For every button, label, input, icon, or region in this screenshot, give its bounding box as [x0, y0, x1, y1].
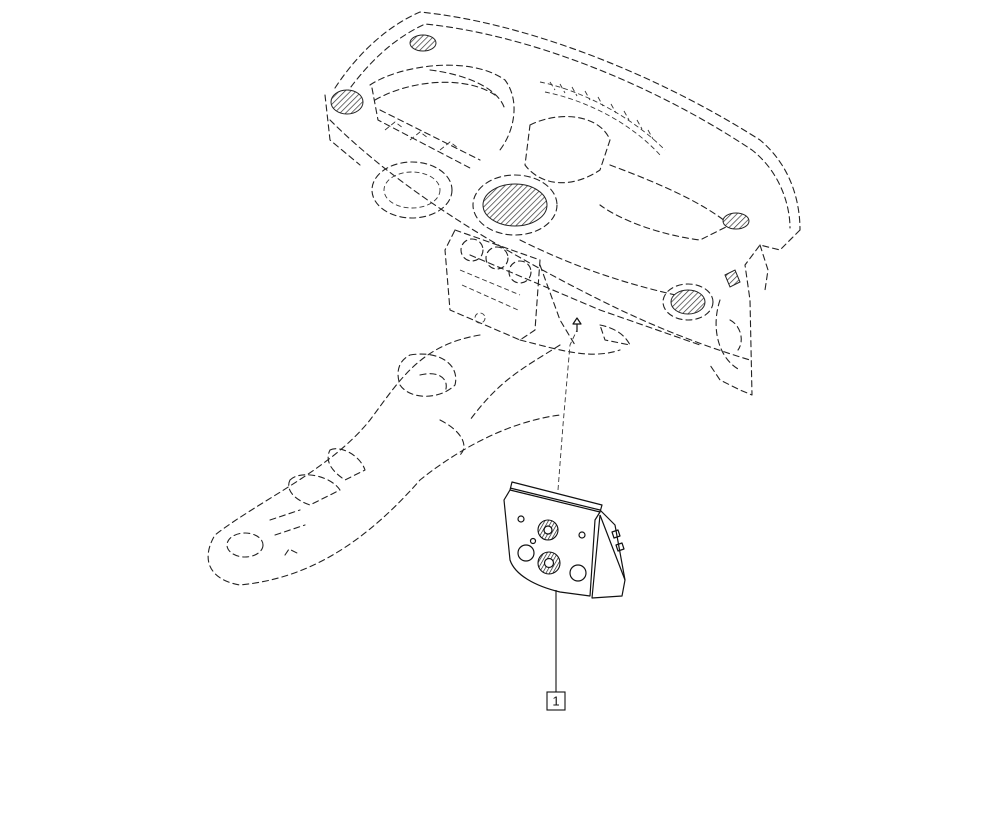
air-vent-left: [330, 89, 364, 115]
fan-speed-knob[interactable]: [537, 551, 561, 575]
temperature-knob[interactable]: [537, 519, 559, 541]
heater-control-panel[interactable]: [503, 481, 626, 599]
callout-ref-number: 1: [552, 694, 559, 709]
center-console-stack: [444, 229, 631, 346]
dashboard-phantom-outline: [324, 11, 801, 396]
part-callout-1[interactable]: 1: [546, 590, 566, 711]
air-vent-center: [472, 174, 558, 236]
instrument-cluster-hood: [369, 64, 515, 219]
assembly-direction-line: [557, 329, 578, 491]
speaker-grille-right: [722, 212, 750, 230]
floor-console-phantom: [207, 334, 621, 586]
dashboard-logo-lettering: [539, 81, 666, 156]
speaker-grille-left: [409, 34, 437, 52]
callout-box: [546, 691, 566, 711]
air-vent-right: [662, 283, 714, 321]
side-vent-right: [724, 269, 742, 351]
